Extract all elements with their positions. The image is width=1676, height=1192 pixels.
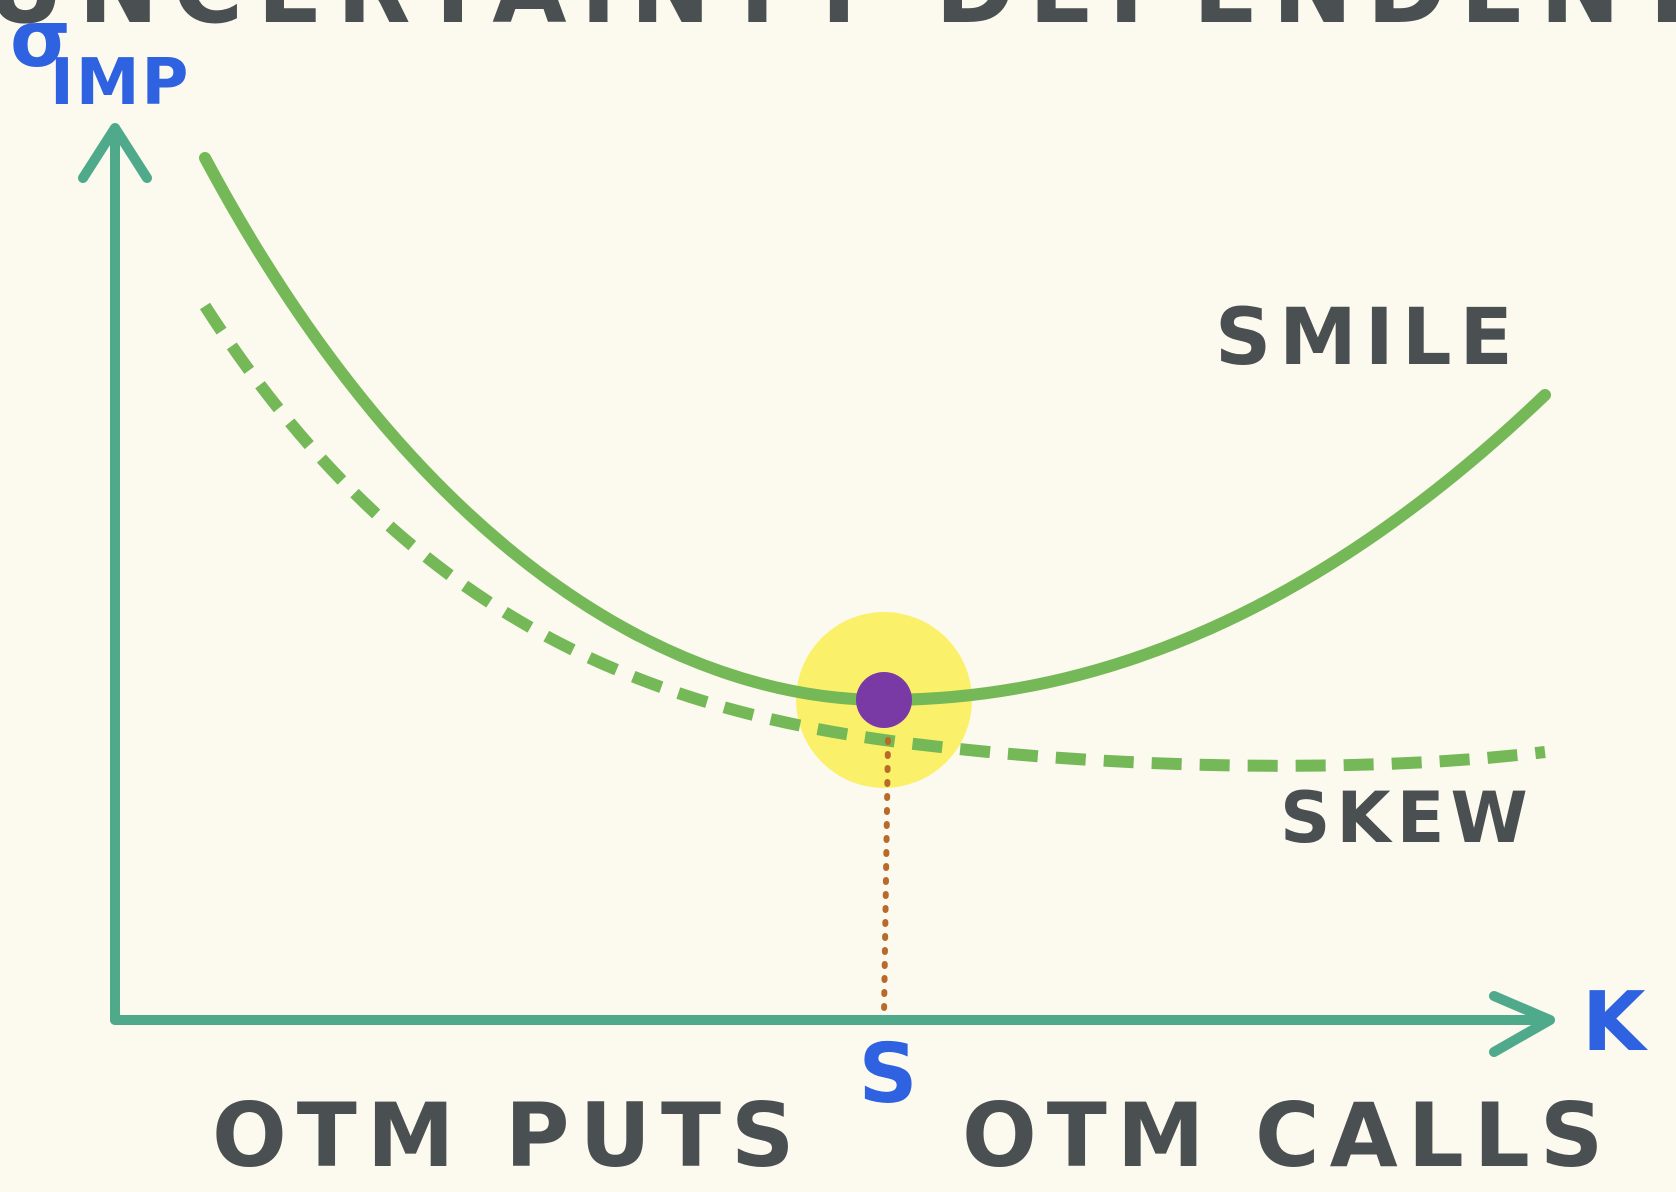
y-axis-symbol: σ bbox=[10, 0, 71, 85]
otm-calls-label: OTM CALLS bbox=[962, 1084, 1613, 1187]
x-axis-label: K bbox=[1582, 975, 1649, 1070]
otm-puts-label: OTM PUTS bbox=[212, 1084, 804, 1187]
skew-curve bbox=[199, 302, 1546, 772]
diagram-title: UNCERTAINTY DEPENDENT bbox=[0, 0, 1676, 45]
y-axis-subscript: IMP bbox=[50, 46, 190, 120]
spot-dot bbox=[856, 672, 912, 728]
skew-label: SKEW bbox=[1280, 777, 1534, 859]
y-axis-arrowhead bbox=[78, 123, 152, 183]
smile-label: SMILE bbox=[1215, 293, 1521, 383]
x-axis-arrowhead bbox=[1489, 991, 1555, 1057]
spot-label: S bbox=[858, 1027, 917, 1122]
spot-dotted-line bbox=[881, 737, 891, 1018]
